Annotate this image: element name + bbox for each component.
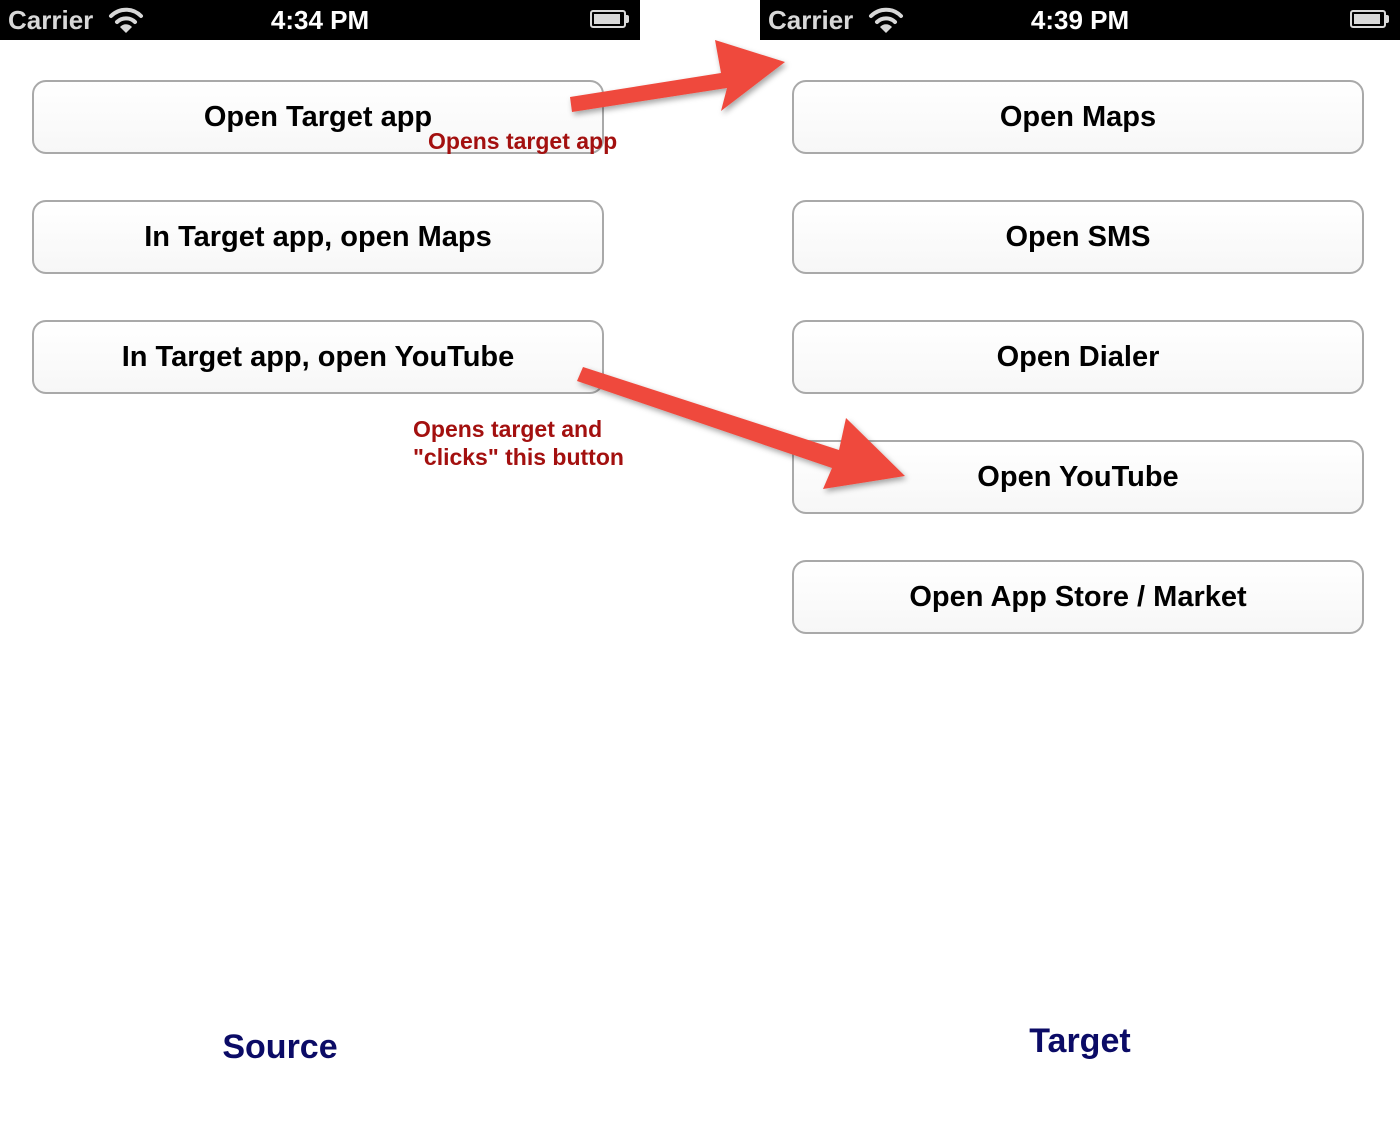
- open-youtube-button[interactable]: Open YouTube: [792, 440, 1364, 514]
- annotation-clicks-line1: Opens target and: [413, 416, 603, 442]
- wifi-icon: [109, 7, 143, 33]
- open-app-store-button[interactable]: Open App Store / Market: [792, 560, 1364, 634]
- carrier-label: Carrier: [768, 5, 854, 35]
- status-bar: Carrier 4:39 PM: [760, 0, 1400, 40]
- battery-icon: [1350, 10, 1389, 28]
- open-dialer-button[interactable]: Open Dialer: [792, 320, 1364, 394]
- target-footer-label: Target: [1029, 1022, 1131, 1060]
- carrier-label: Carrier: [8, 5, 94, 35]
- open-target-app-button[interactable]: Open Target app: [32, 80, 604, 154]
- target-app-screen: Carrier 4:39 PM Open Maps Open SMS Open …: [760, 0, 1400, 1136]
- status-time: 4:34 PM: [270, 5, 370, 35]
- status-bar: Carrier 4:34 PM: [0, 0, 640, 40]
- open-sms-button[interactable]: Open SMS: [792, 200, 1364, 274]
- open-maps-in-target-button[interactable]: In Target app, open Maps: [32, 200, 604, 274]
- open-youtube-in-target-button[interactable]: In Target app, open YouTube: [32, 320, 604, 394]
- open-maps-button[interactable]: Open Maps: [792, 80, 1364, 154]
- status-time: 4:39 PM: [1030, 5, 1130, 35]
- annotation-clicks-line2: "clicks" this button: [413, 444, 624, 470]
- wifi-icon: [869, 7, 903, 33]
- battery-icon: [590, 10, 629, 28]
- source-app-screen: Carrier 4:34 PM Open Target app In Targe…: [0, 0, 640, 1136]
- source-footer-label: Source: [222, 1028, 338, 1066]
- annotation-opens-target-app: Opens target app: [428, 128, 618, 154]
